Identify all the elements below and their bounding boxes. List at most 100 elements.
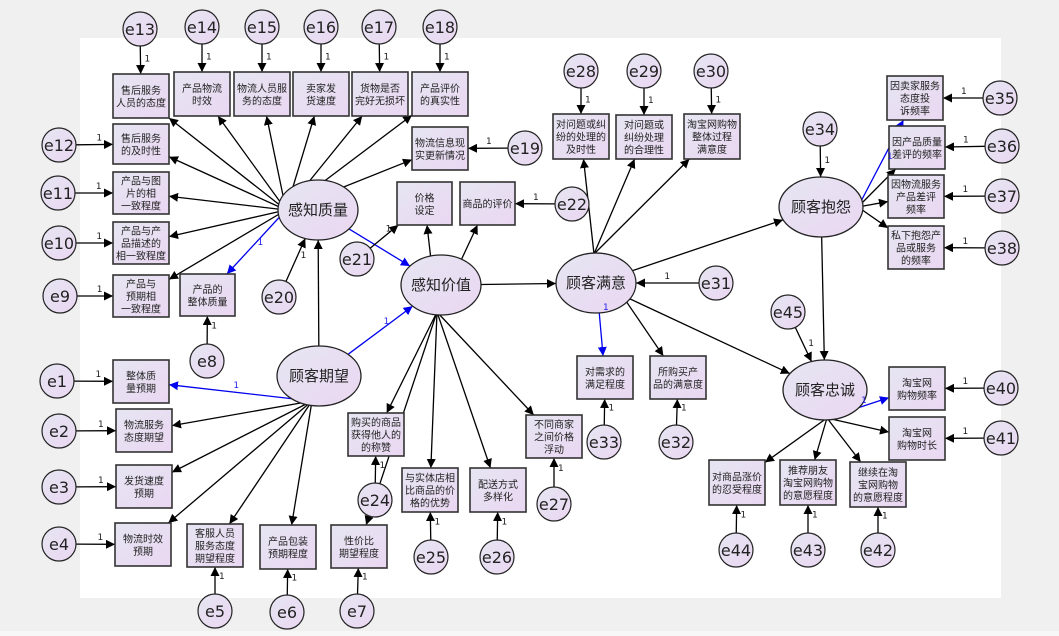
error-term-e19[interactable]: e19	[507, 130, 543, 166]
error-term-e37[interactable]: e37	[984, 178, 1020, 214]
error-term-e21[interactable]: e21	[339, 241, 375, 277]
error-term-e15[interactable]: e15	[244, 9, 280, 45]
error-term-e20[interactable]: e20	[261, 279, 297, 315]
error-term-e40[interactable]: e40	[983, 370, 1019, 406]
error-term-e32[interactable]: e32	[658, 424, 694, 460]
latent-variable-CE[interactable]: 顾客期望	[276, 345, 362, 407]
latent-variable-CL[interactable]: 顾客忠诚	[782, 359, 868, 421]
error-term-e25[interactable]: e25	[413, 539, 449, 575]
error-term-e1[interactable]: e1	[39, 363, 75, 399]
error-term-e18[interactable]: e18	[422, 9, 458, 45]
error-term-e45[interactable]: e45	[770, 294, 806, 330]
observed-variable-b22[interactable]: 商品的评价	[459, 181, 516, 226]
error-term-e9[interactable]: e9	[42, 278, 78, 314]
error-term-e30[interactable]: e30	[693, 53, 729, 89]
path-weight-label: 1	[97, 285, 103, 295]
error-term-e43[interactable]: e43	[790, 532, 826, 568]
error-term-e27[interactable]: e27	[536, 486, 572, 522]
error-term-e35[interactable]: e35	[982, 80, 1018, 116]
error-term-e6[interactable]: e6	[269, 594, 305, 630]
latent-variable-PV[interactable]: 感知价值	[400, 254, 482, 316]
error-term-e44[interactable]: e44	[718, 532, 754, 568]
error-term-e8[interactable]: e8	[189, 343, 225, 379]
error-term-e13[interactable]: e13	[122, 11, 158, 47]
path-weight-label: 1	[648, 96, 654, 106]
error-term-e28[interactable]: e28	[563, 53, 599, 89]
error-term-e4[interactable]: e4	[41, 526, 77, 562]
error-term-e36[interactable]: e36	[984, 128, 1020, 164]
error-term-e34[interactable]: e34	[802, 111, 838, 147]
error-term-e24[interactable]: e24	[357, 482, 393, 518]
error-term-e38[interactable]: e38	[984, 230, 1020, 266]
error-term-e10[interactable]: e10	[41, 225, 77, 261]
observed-label-line: 产品与图	[121, 175, 161, 188]
path-weight-label: 1	[664, 272, 670, 282]
error-term-e41[interactable]: e41	[983, 420, 1019, 456]
error-term-e7[interactable]: e7	[339, 593, 375, 629]
error-circle	[563, 53, 599, 89]
error-term-e33[interactable]: e33	[586, 424, 622, 460]
error-term-e2[interactable]: e2	[41, 413, 77, 449]
error-label: e17	[364, 18, 394, 37]
error-term-e22[interactable]: e22	[554, 186, 590, 222]
error-term-e14[interactable]: e14	[184, 9, 220, 45]
error-term-e17[interactable]: e17	[361, 9, 397, 45]
error-term-e12[interactable]: e12	[41, 127, 77, 163]
error-term-e5[interactable]: e5	[197, 593, 233, 629]
error-term-e16[interactable]: e16	[303, 9, 339, 45]
error-term-e29[interactable]: e29	[626, 53, 662, 89]
observed-label-line: 淘宝网	[902, 376, 932, 389]
latent-label: 顾客期望	[289, 367, 349, 385]
error-term-e11[interactable]: e11	[40, 175, 76, 211]
error-circle	[361, 9, 397, 45]
error-term-e3[interactable]: e3	[41, 469, 77, 505]
latent-variable-CC[interactable]: 顾客抱怨	[778, 176, 864, 238]
path-weight-label: 1	[233, 381, 239, 391]
error-term-e42[interactable]: e42	[860, 532, 896, 568]
error-term-e31[interactable]: e31	[698, 265, 734, 301]
observed-label-line: 纷的处理的	[556, 131, 606, 144]
latent-variable-CS[interactable]: 顾客满意	[555, 252, 637, 314]
error-term-e26[interactable]: e26	[479, 539, 515, 575]
error-circle	[122, 11, 158, 47]
latent-variable-PQ[interactable]: 感知质量	[277, 179, 359, 241]
